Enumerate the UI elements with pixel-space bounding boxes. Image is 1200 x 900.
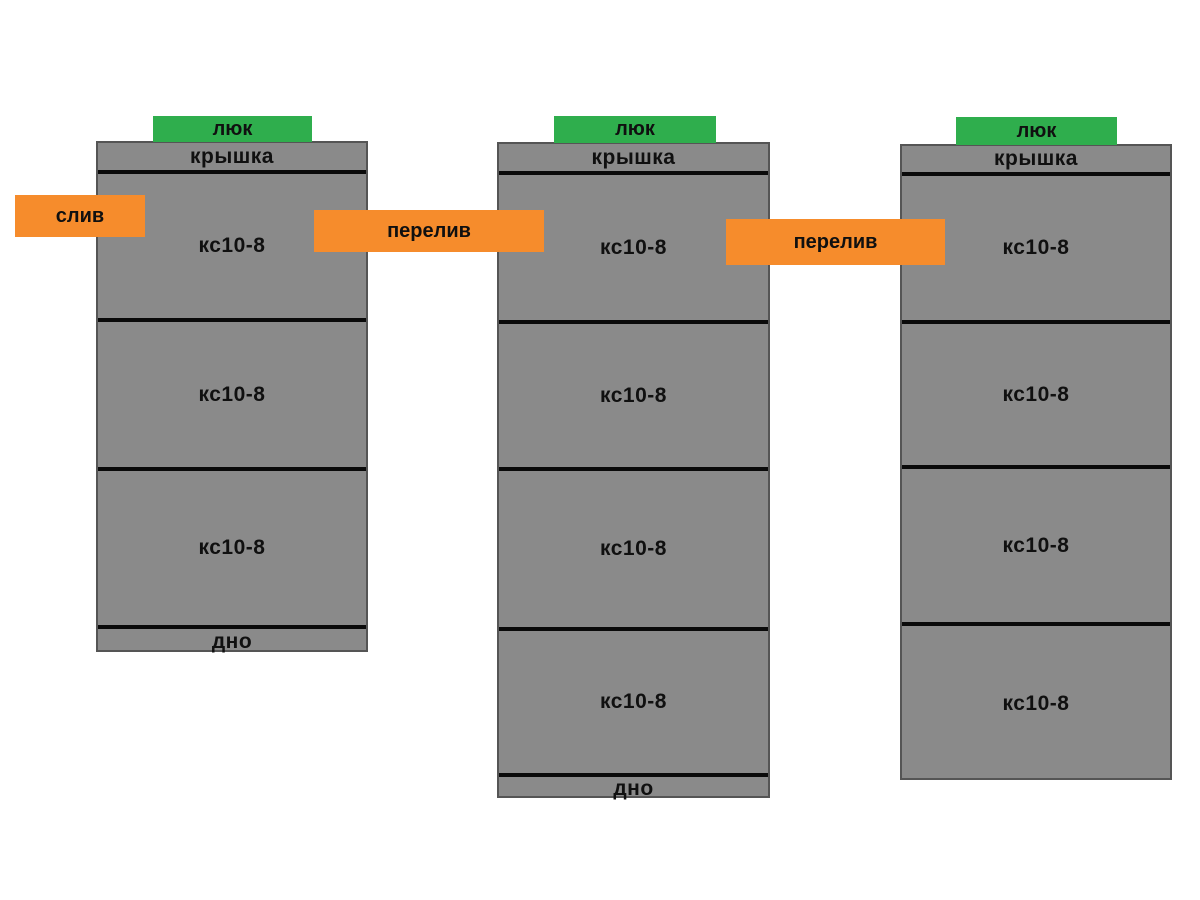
well-1-hatch-label: люк bbox=[153, 116, 312, 142]
well-1-ring-2: кс10-8 bbox=[98, 318, 366, 467]
well-2-ring-4: кс10-8 bbox=[499, 627, 768, 773]
well-2-ring-1: кс10-8 bbox=[499, 171, 768, 320]
well-2-cover-label: крышка bbox=[591, 145, 676, 169]
well-2-hatch-label: люк bbox=[554, 116, 716, 143]
well-3-cover-label: крышка bbox=[994, 147, 1078, 170]
well-2-ring-2: кс10-8 bbox=[499, 320, 768, 467]
well-3-ring-1: кс10-8 bbox=[902, 172, 1170, 320]
well-1-ring-3: кс10-8 bbox=[98, 467, 366, 625]
well-1-cover-label: крышка bbox=[190, 144, 274, 168]
well-3-ring-3: кс10-8 bbox=[902, 465, 1170, 622]
well-2-bottom-label: дно bbox=[499, 773, 768, 801]
overflow-2-connector-label: перелив bbox=[726, 219, 945, 265]
well-3-hatch-label: люк bbox=[956, 117, 1117, 145]
well-1-bottom-label: дно bbox=[98, 625, 366, 654]
well-1-ring-1: кс10-8 bbox=[98, 170, 366, 318]
well-2: крышка кс10-8 кс10-8 кс10-8 кс10-8 дно bbox=[497, 142, 770, 801]
overflow-1-connector-label: перелив bbox=[314, 210, 544, 252]
well-3: крышка кс10-8 кс10-8 кс10-8 кс10-8 bbox=[900, 144, 1172, 780]
well-3-ring-2: кс10-8 bbox=[902, 320, 1170, 465]
drain-connector-label: слив bbox=[15, 195, 145, 237]
well-3-ring-4: кс10-8 bbox=[902, 622, 1170, 782]
well-2-ring-3: кс10-8 bbox=[499, 467, 768, 627]
